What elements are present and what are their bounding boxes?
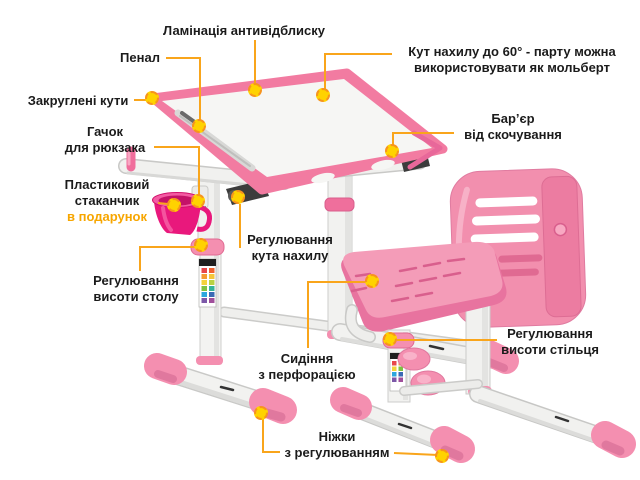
label-line: Ламінація антивідблиску <box>162 23 326 38</box>
callout-line-seat <box>307 281 368 348</box>
marker-chair-height-icon <box>383 332 397 346</box>
foot-cap <box>430 426 475 463</box>
label-line-highlight: в подарунок <box>66 209 148 224</box>
label-line: висоти столу <box>93 289 179 304</box>
barrier-edge <box>407 130 443 170</box>
callout-line-backpack-hook <box>154 146 200 197</box>
marker-rounded-corners-icon <box>145 91 159 105</box>
callout-lines <box>134 40 497 456</box>
label-line: Кут нахилу до 60° - парту можна <box>408 44 616 59</box>
marker-feet-left-icon <box>254 406 268 420</box>
marker-backpack-hook-icon <box>191 194 205 208</box>
callout-line-feet-right <box>393 452 439 456</box>
foot-cap <box>591 421 636 458</box>
label-line: кута нахилу <box>251 248 329 263</box>
label-line: Сидіння <box>280 351 334 366</box>
callout-line-plastic-cup <box>157 202 169 205</box>
label-rounded-corners: Закруглені кути <box>28 93 129 109</box>
foot-cap <box>330 387 372 420</box>
marker-tilt-adjust-icon <box>231 190 245 204</box>
label-tilt-adjust: Регулювання кута нахилу <box>247 232 333 264</box>
label-backpack-hook: Гачок для рюкзака <box>65 124 146 156</box>
desktop-surface <box>162 79 432 177</box>
label-line: Регулювання <box>507 326 593 341</box>
marker-laminate-icon <box>248 83 262 97</box>
label-feet: Ніжки з регулюванням <box>284 429 389 461</box>
chair-rear-foot <box>468 385 636 458</box>
backrest-knob <box>553 222 568 237</box>
label-desk-height: Регулювання висоти столу <box>93 273 179 305</box>
marker-pencil-case-icon <box>192 119 206 133</box>
callout-line-tilt-info <box>324 53 392 91</box>
desktop <box>148 68 448 195</box>
label-line: використовувати як мольберт <box>414 60 610 75</box>
label-line: Ніжки <box>318 429 356 444</box>
label-laminate: Ламінація антивідблиску <box>163 23 325 39</box>
marker-desk-height-icon <box>194 238 208 252</box>
label-line: Регулювання <box>247 232 333 247</box>
callout-line-desk-height <box>139 246 197 271</box>
marker-plastic-cup-icon <box>167 198 181 212</box>
desk-right-leg-ring <box>324 197 355 212</box>
label-tilt-info: Кут нахилу до 60° - парту можна використ… <box>408 44 615 76</box>
label-line: з перфорацією <box>258 367 356 382</box>
chair-seat <box>341 241 507 332</box>
foot-cap <box>476 340 519 374</box>
chair-front-foot <box>330 387 475 463</box>
label-line: від скочування <box>464 127 562 142</box>
label-line: стаканчик <box>74 193 140 208</box>
desk-left-foot <box>144 353 297 424</box>
label-plastic-cup: Пластиковий стаканчик в подарунок <box>65 177 150 225</box>
label-seat: Сидіння з перфорацією <box>258 351 355 383</box>
callout-line-feet-left <box>262 419 280 453</box>
label-line: Пластиковий <box>64 177 150 192</box>
backrest-spine <box>541 175 582 318</box>
marker-feet-right-icon <box>435 449 449 463</box>
label-barrier: Бар’єр від скочування <box>464 111 562 143</box>
foot-cap <box>144 353 187 385</box>
seat-perforation <box>350 257 466 303</box>
label-line: Пенал <box>120 50 160 65</box>
label-chair-height: Регулювання висоти стільця <box>501 326 599 358</box>
label-line: Бар’єр <box>491 111 535 126</box>
label-line: Закруглені кути <box>27 93 129 108</box>
label-line: висоти стільця <box>501 342 599 357</box>
marker-barrier-icon <box>385 144 399 158</box>
callout-line-pencil-case <box>166 57 201 122</box>
label-line: Регулювання <box>93 273 179 288</box>
height-scale-sticker <box>198 258 217 308</box>
marker-tilt-info-icon <box>316 88 330 102</box>
foot-cap <box>249 388 297 424</box>
chair <box>330 168 636 463</box>
label-line: з регулюванням <box>284 445 390 460</box>
callout-line-barrier <box>392 132 454 147</box>
label-pencil-case: Пенал <box>120 50 160 66</box>
label-line: Гачок <box>86 124 124 139</box>
marker-seat-icon <box>365 274 379 288</box>
label-line: для рюкзака <box>64 140 146 155</box>
